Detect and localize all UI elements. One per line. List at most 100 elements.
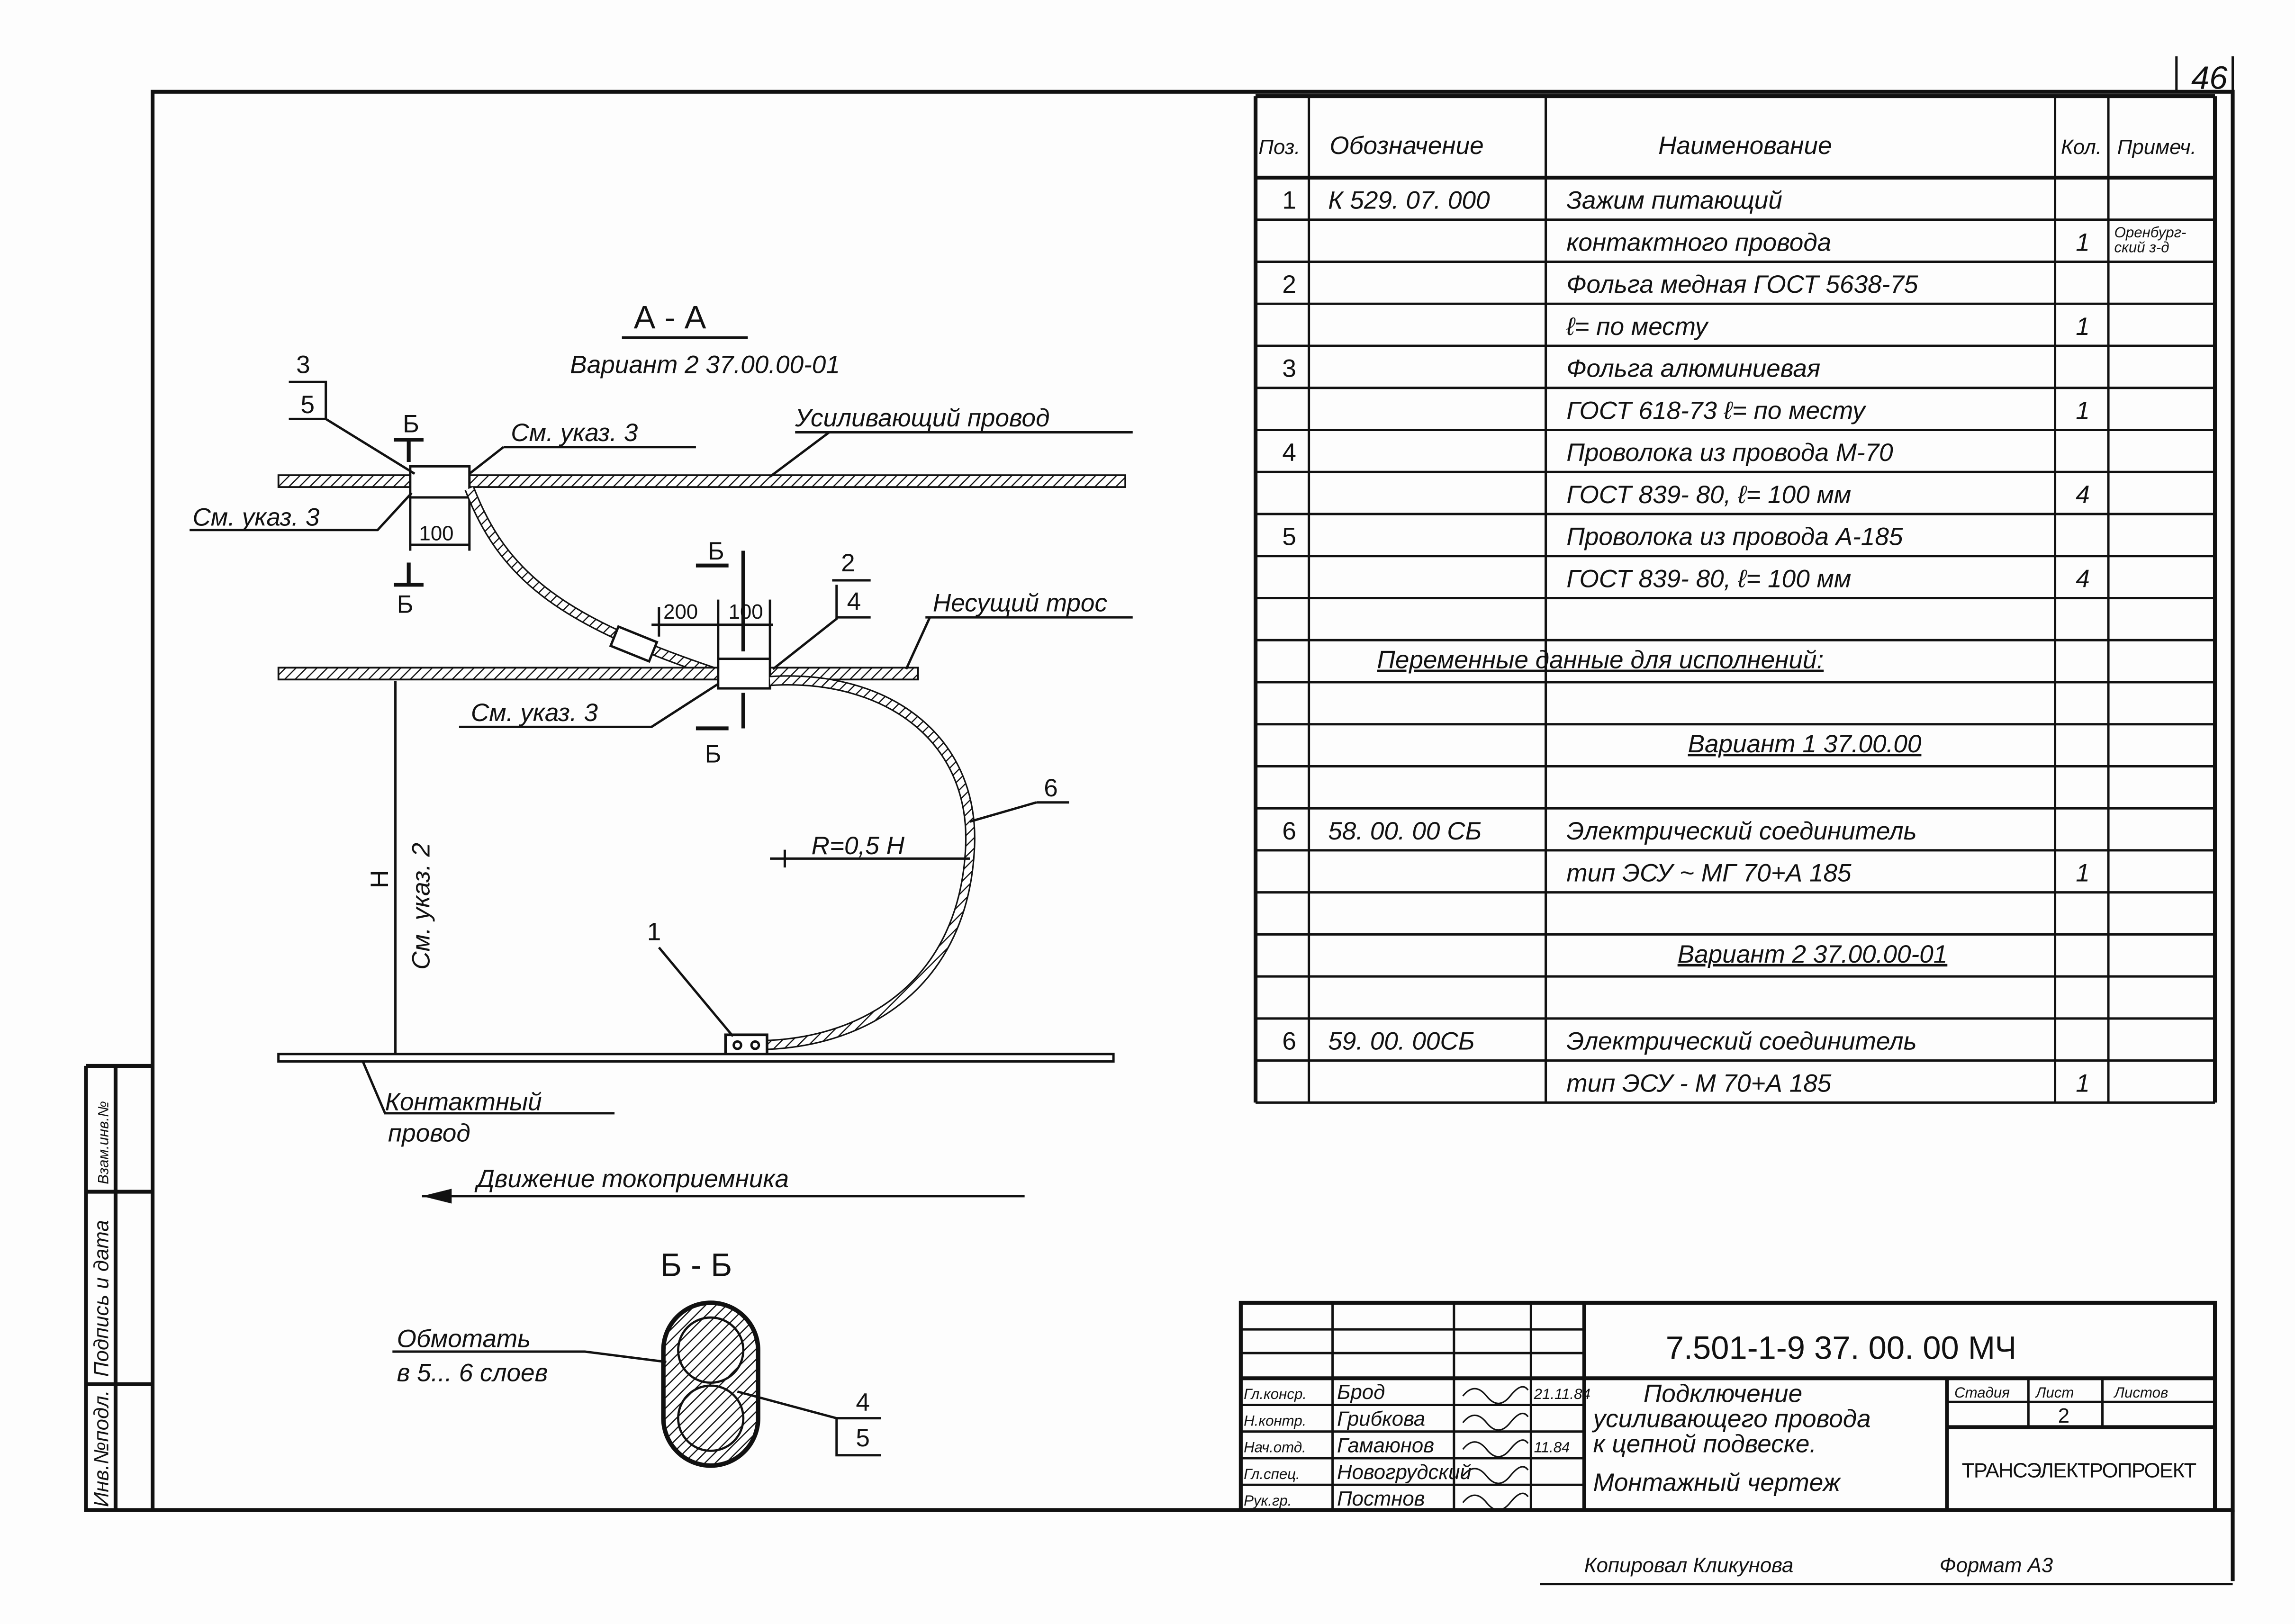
handwritten-signature [1462,1492,1529,1511]
variable-data-heading: Переменные данные для исполнений: [1377,646,1824,674]
radius-label: R=0,5 H [812,832,905,860]
signature-name: Брод [1337,1380,1385,1404]
table-row: ГОСТ 839- 80, ℓ= 100 мм 4 [1566,565,2090,593]
handwritten-signature [1462,1386,1529,1404]
table-row: ГОСТ 839- 80, ℓ= 100 мм 4 [1566,481,2090,509]
cell-qty: 1 [2076,313,2090,341]
table-header: Наименование [1658,132,1832,160]
signature-role: Рук.гр. [1244,1492,1292,1509]
drawing-title-line: к цепной подвеске. [1593,1430,1817,1458]
cell-pos: 6 [1282,1028,1296,1056]
cell-qty: 4 [2076,565,2090,593]
section-aa-title: А - А [634,299,706,336]
sheet-number: 46 [2191,59,2228,96]
cell-name: ГОСТ 839- 80, ℓ= 100 мм [1566,565,1851,593]
signature-row: Рук.гр.Постнов [1244,1487,1529,1511]
see-note-3-label: См. указ. 3 [471,699,598,727]
cell-name: Фольга медная ГОСТ 5638-75 [1566,271,1918,298]
cell-pos: 4 [1282,439,1296,467]
footer: Копировал Кликунова Формат А3 [1540,1554,2233,1586]
inv-orig-label: Инв.№подл. [90,1390,113,1507]
pos-3-label: 3 [296,351,310,379]
table-row: тип ЭСУ - М 70+А 185 1 [1566,1069,2090,1097]
section-mark-b: Б [705,740,722,768]
cell-name: Электрический соединитель [1566,817,1916,845]
cell-name: ГОСТ 618-73 ℓ= по месту [1566,397,1867,424]
sheet-value: 2 [2058,1404,2069,1427]
cell-qty: 1 [2076,1069,2090,1097]
cell-name: Проволока из провода А-185 [1566,523,1903,551]
table-header: Кол. [2061,135,2102,159]
signature-row: Гл.конср. Брод 21.11.84 [1244,1380,1590,1404]
cell-name: Зажим питающий [1566,187,1782,215]
pos-1-label: 1 [647,918,661,946]
clamp-upper [409,465,471,499]
cell-qty: 1 [2076,228,2090,256]
cell-code: 59. 00. 00СБ [1328,1028,1474,1056]
wrap-layers-label: в 5... 6 слоев [397,1359,548,1387]
see-note-3-label: См. указ. 3 [511,419,638,447]
sheet-header: Лист [2035,1384,2074,1401]
sheet-frame: 46 [151,56,2235,1581]
dim-200: 200 [663,600,698,623]
drawing-title-line: Подключение [1644,1380,1802,1407]
table-header: Поз. [1258,135,1300,159]
document-code: 7.501-1-9 37. 00. 00 МЧ [1666,1330,2016,1366]
cell-name: тип ЭСУ - М 70+А 185 [1566,1069,1831,1097]
cell-name: Фольга алюминиевая [1566,355,1820,383]
signature-row: Н.контр.Грибкова [1244,1407,1529,1431]
table-header: Примеч. [2117,135,2196,159]
clamp-middle [717,658,771,690]
cell-pos: 5 [1282,523,1296,551]
section-mark-b: Б [397,591,414,619]
pos-2-label: 2 [841,549,855,577]
replace-inv-label: Взам.инв.№ [95,1101,111,1184]
cell-code: 58. 00. 00 СБ [1328,817,1482,845]
reinforcing-wire [277,474,1127,488]
messenger-wire-label: Несущий трос [933,589,1107,617]
handwritten-signature [1462,1439,1529,1458]
section-aa-view: А - А Вариант 2 37.00.00-01 Усиливающий … [190,299,1133,1204]
reinforcing-wire-label: Усиливающий провод [795,404,1049,432]
sign-date-label: Подпись и дата [90,1220,113,1377]
section-mark-b: Б [708,537,724,565]
cell-note: Оренбург- [2114,224,2187,241]
cell-pos: 3 [1282,355,1296,383]
sleeve [609,625,659,663]
sheets-header: Листов [2114,1384,2169,1401]
contact-wire-label-2: провод [388,1119,470,1147]
section-bb-view: Б - Б Обмотать в 5... 6 слоев 4 5 [392,1247,881,1468]
pos-4-label: 4 [847,587,861,615]
signature-role: Нач.отд. [1244,1439,1306,1456]
cell-qty: 1 [2076,397,2090,424]
pos-4-label: 4 [856,1389,870,1416]
signature-role: Гл.спец. [1244,1466,1300,1482]
signature-row: Гл.спец.Новогрудский [1244,1461,1529,1484]
signature-date: 21.11.84 [1534,1386,1590,1402]
handwritten-signature [1462,1412,1529,1431]
cell-name: Проволока из провода М-70 [1566,439,1893,467]
paper-format: Формат А3 [1940,1554,2053,1577]
cell-qty: 4 [2076,481,2090,509]
pantograph-movement-label: Движение токоприемника [474,1165,789,1193]
see-note-2-label: См. указ. 2 [407,843,435,970]
table-row: 5 Проволока из провода А-185 [1282,523,1903,551]
pos-6-label: 6 [1044,774,1058,802]
cell-note: ский з-д [2114,239,2169,255]
table-row: 4 Проволока из провода М-70 [1282,439,1893,467]
cell-name: ГОСТ 839- 80, ℓ= 100 мм [1566,481,1851,509]
handwritten-signature [1462,1466,1529,1484]
cell-pos: 2 [1282,271,1296,298]
pos-5-label: 5 [856,1424,870,1452]
signature-date: 11.84 [1534,1439,1570,1456]
signature-role: Гл.конср. [1244,1386,1307,1402]
title-block: 7.501-1-9 37. 00. 00 МЧ Подключение усил… [1238,1300,2217,1512]
